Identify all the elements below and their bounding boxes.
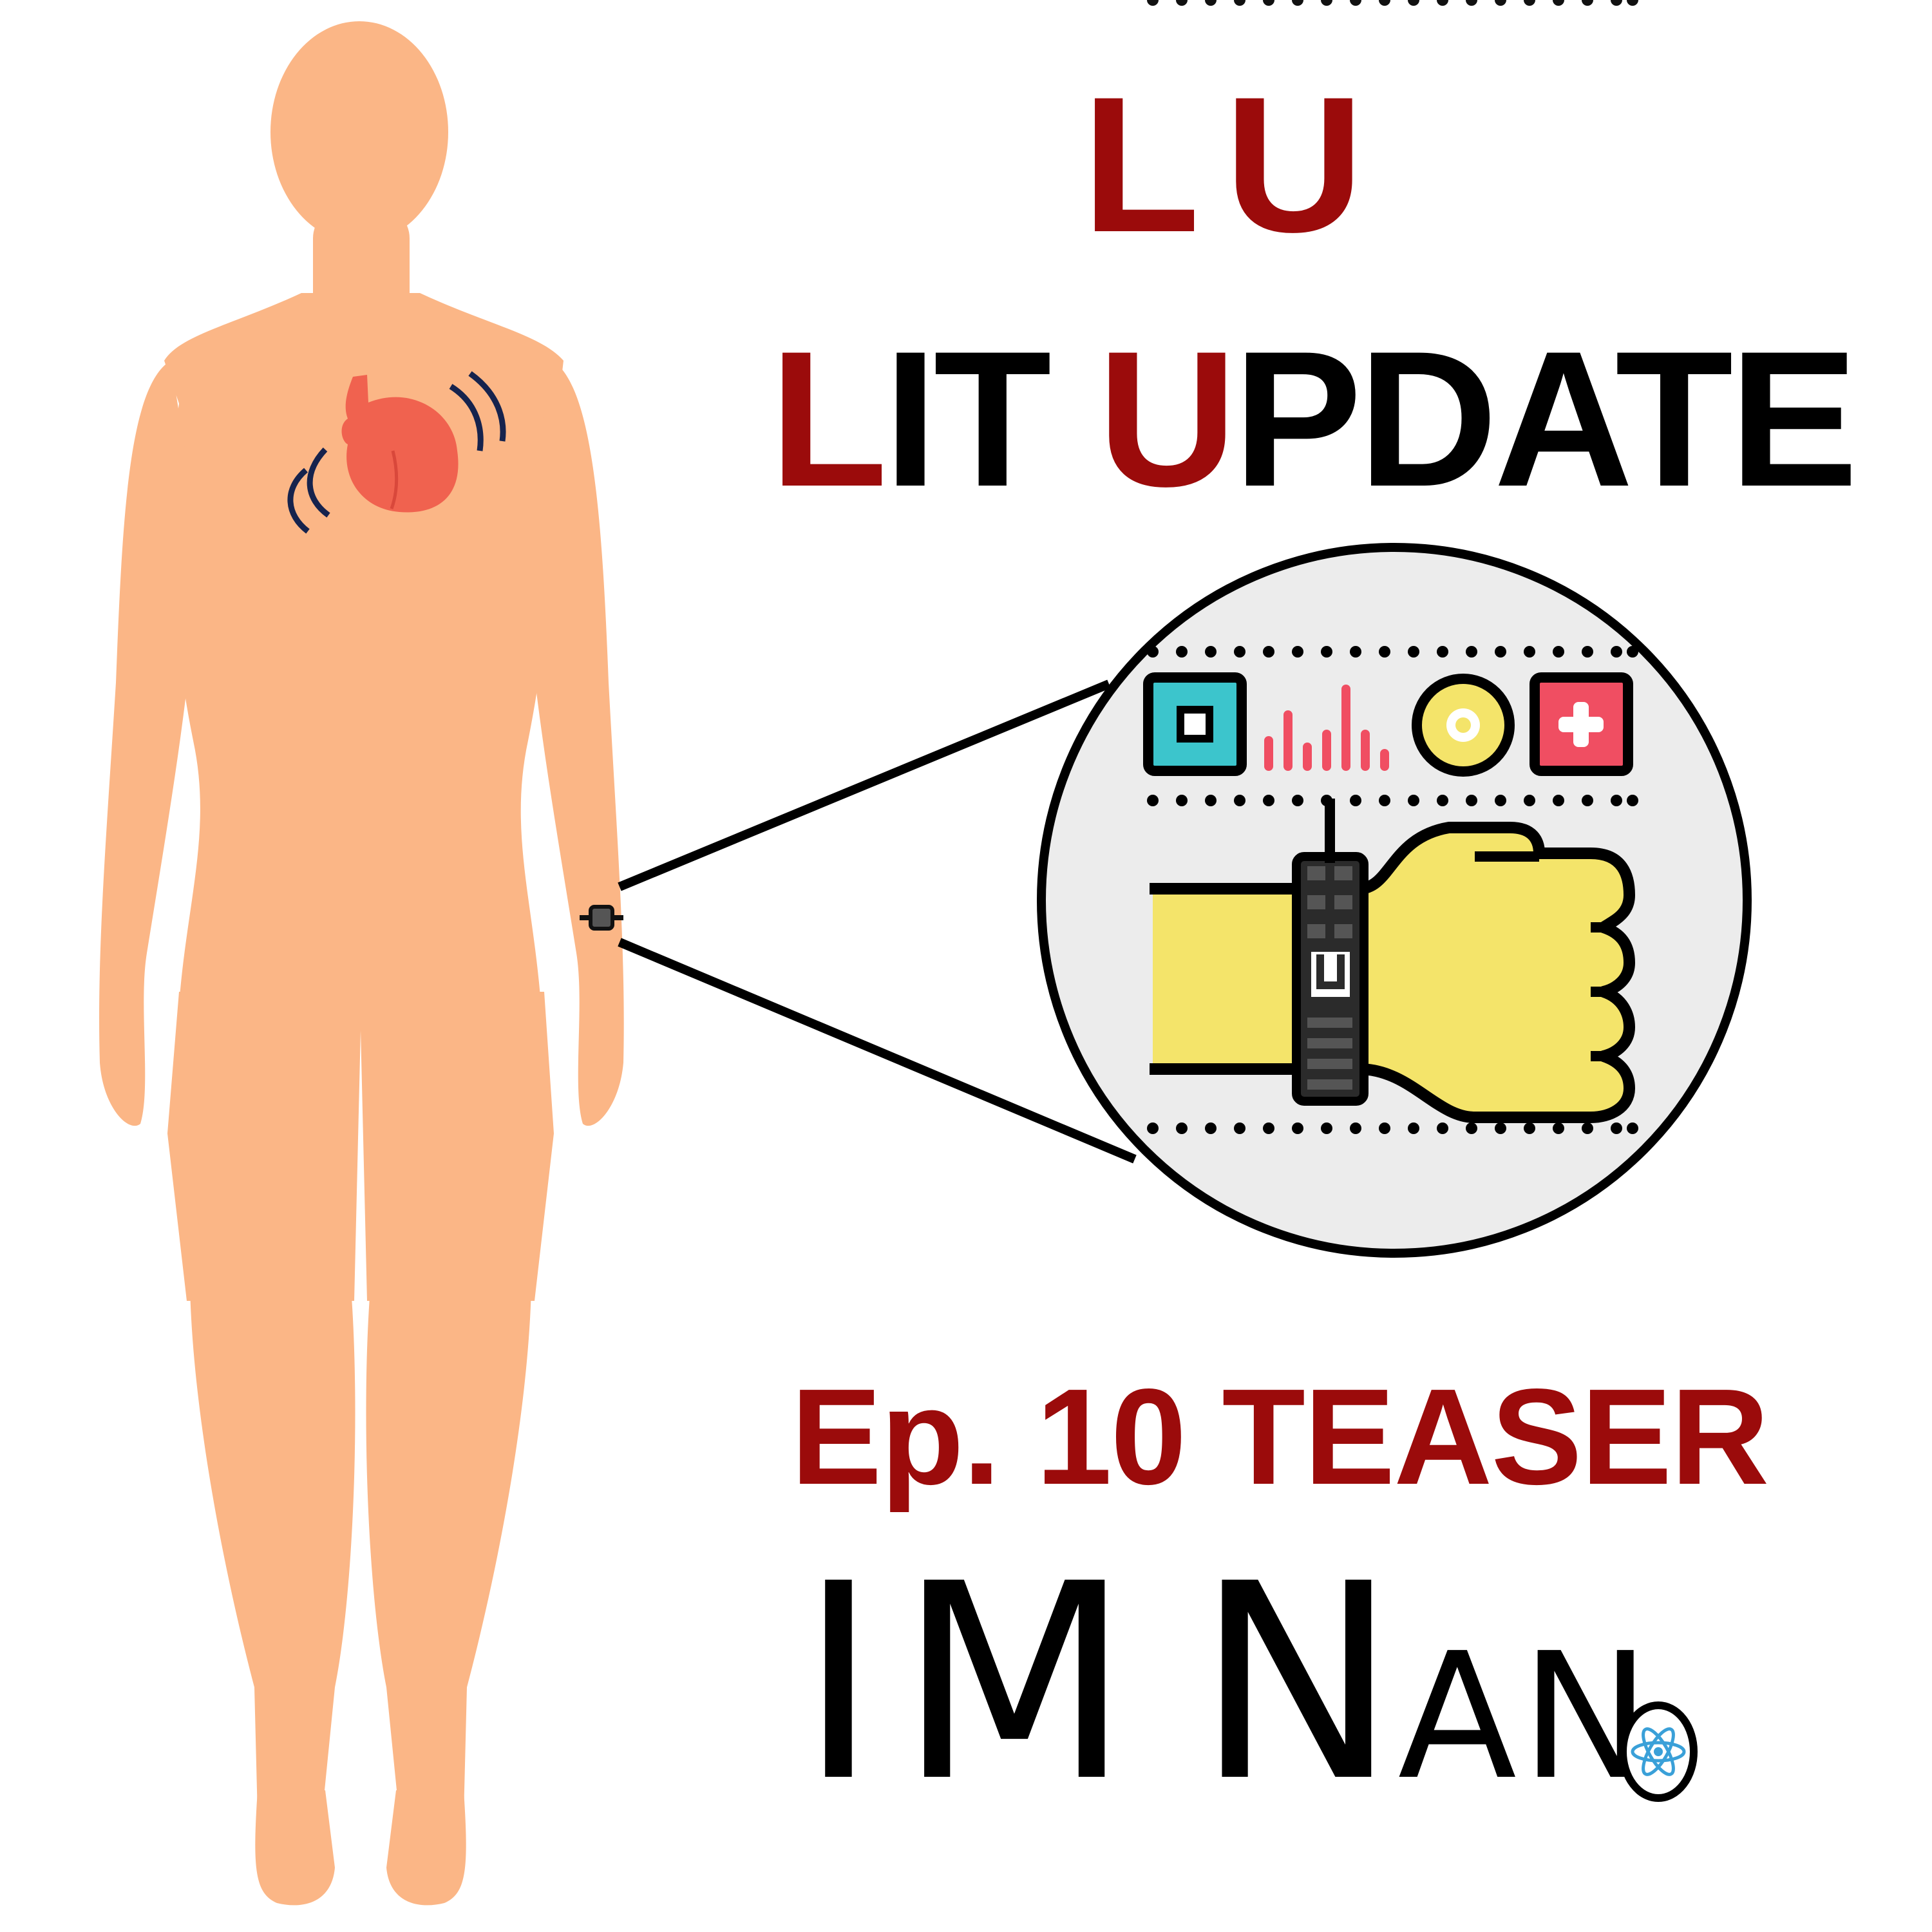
atom-icon [1619, 1701, 1698, 1802]
human-silhouette [99, 21, 624, 1906]
callout-lines [618, 679, 1137, 1164]
dotted-rows [1147, 0, 1638, 6]
acronym-letter-u: U [1224, 56, 1388, 272]
brand-part-n: N [1195, 1526, 1398, 1841]
lit-initial: L [770, 310, 887, 527]
episode-label: Ep. 10 TEASER [791, 1360, 1769, 1513]
update-rest: PDATE [1233, 310, 1858, 527]
update-initial: U [1097, 310, 1237, 527]
acronym-title: LU [1082, 68, 1388, 261]
heart-icon [287, 371, 506, 534]
callout-circle [1037, 0, 1752, 1258]
wrist-hand-icon [1150, 799, 1635, 1123]
lit-update-title: LIT UPDATE [770, 322, 1858, 515]
brand-part-im: IM [799, 1526, 1151, 1841]
plus-icon [1530, 672, 1633, 776]
square-icon [1143, 672, 1247, 776]
circle-target-icon [1412, 674, 1515, 777]
lit-rest: IT [884, 310, 1098, 527]
bar-chart-icon [1264, 685, 1389, 771]
wristband-sensor [580, 905, 623, 931]
brand-part-an: AN [1397, 1615, 1655, 1818]
acronym-letter-l: L [1082, 56, 1225, 272]
